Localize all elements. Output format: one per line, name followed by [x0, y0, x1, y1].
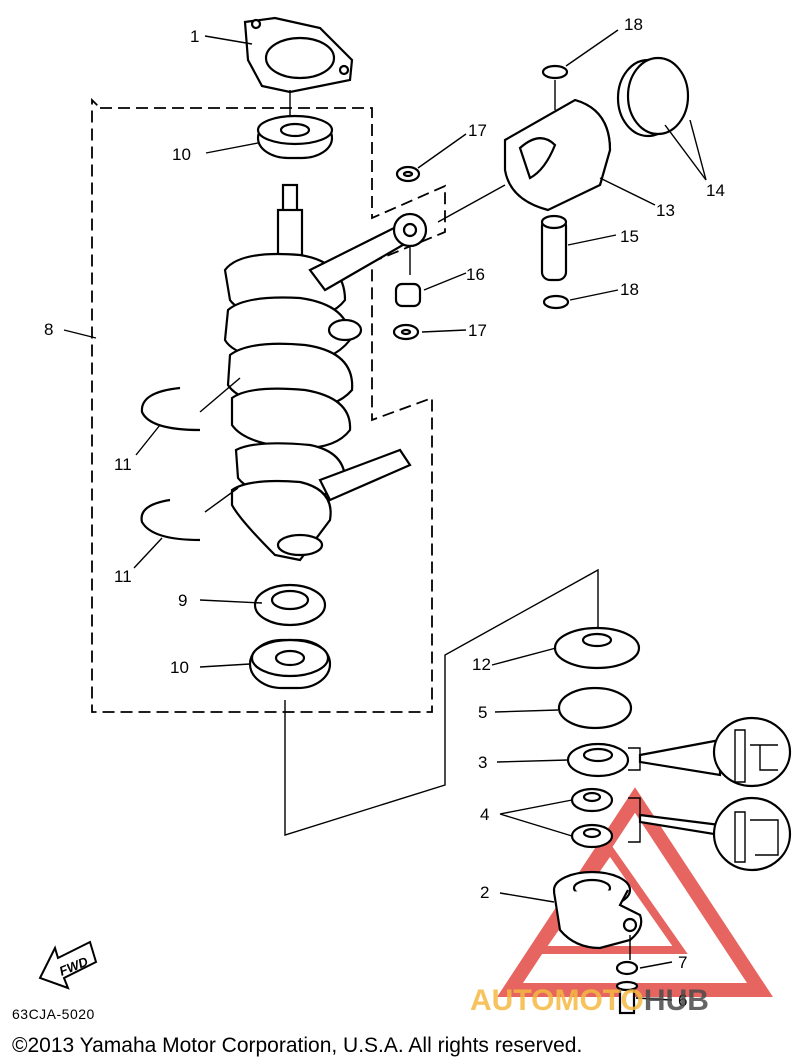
crankshaft-assembly-boundary	[91, 97, 446, 713]
leader-lines	[63, 29, 707, 1001]
callout-7: 7	[678, 953, 687, 972]
part-9-gear	[253, 583, 327, 627]
fwd-arrow-icon: FWD	[38, 940, 98, 990]
callout-8: 8	[44, 320, 53, 339]
part-5-o-ring	[557, 686, 633, 730]
callout-2: 2	[480, 883, 489, 902]
seal-detail-view-lower	[628, 796, 792, 872]
crankshaft	[223, 183, 428, 562]
diagram-part-number: 63CJA-5020	[12, 1006, 95, 1022]
callout-1: 1	[190, 27, 199, 46]
callout-10-upper: 10	[172, 145, 191, 164]
watermark-text: AUTOMOTOHUB	[470, 984, 709, 1017]
callout-17-upper: 17	[468, 121, 487, 140]
callout-13: 13	[656, 201, 675, 220]
callout-6: 6	[678, 991, 687, 1010]
part-17-upper-washer	[395, 165, 421, 183]
part-6-bolt	[615, 980, 639, 1015]
part-17-lower-washer	[392, 323, 420, 341]
callout-5: 5	[478, 703, 487, 722]
part-3-oil-seal	[566, 742, 630, 778]
callout-18-upper: 18	[624, 15, 643, 34]
callout-10-lower: 10	[170, 658, 189, 677]
part-18-lower-clip	[542, 294, 570, 310]
part-12-thrust-washer	[553, 626, 641, 670]
part-4-oil-seals	[570, 787, 614, 849]
part-18-upper-clip	[541, 64, 569, 80]
part-7-washer	[615, 960, 639, 976]
callout-9: 9	[178, 591, 187, 610]
callout-16: 16	[466, 265, 485, 284]
callout-3: 3	[478, 753, 487, 772]
callout-11-lower: 11	[114, 567, 132, 586]
part-16-needle-bearing	[394, 282, 422, 308]
part-10-lower-bearing	[248, 638, 332, 690]
part-13-piston	[503, 98, 612, 212]
part-15-piston-pin	[540, 214, 568, 282]
callout-12: 12	[472, 655, 491, 674]
callout-11-upper: 11	[114, 455, 132, 474]
part-2-lower-housing	[552, 870, 643, 950]
seal-detail-view-upper	[628, 716, 792, 788]
part-10-upper-bearing	[256, 114, 334, 160]
part-11-upper-ring	[140, 377, 241, 432]
watermark-part1: AUTOMOTO	[470, 984, 644, 1017]
part-1-gasket	[243, 16, 354, 94]
callout-18-lower: 18	[620, 280, 639, 299]
callout-4: 4	[480, 805, 489, 824]
callout-17-lower: 17	[468, 321, 487, 340]
part-14-piston-rings	[616, 56, 690, 138]
copyright-notice: ©2013 Yamaha Motor Corporation, U.S.A. A…	[12, 1034, 583, 1057]
part-11-lower-ring	[140, 487, 239, 542]
callout-14: 14	[706, 181, 725, 200]
callout-15: 15	[620, 227, 639, 246]
watermark-part2: HUB	[644, 984, 709, 1017]
